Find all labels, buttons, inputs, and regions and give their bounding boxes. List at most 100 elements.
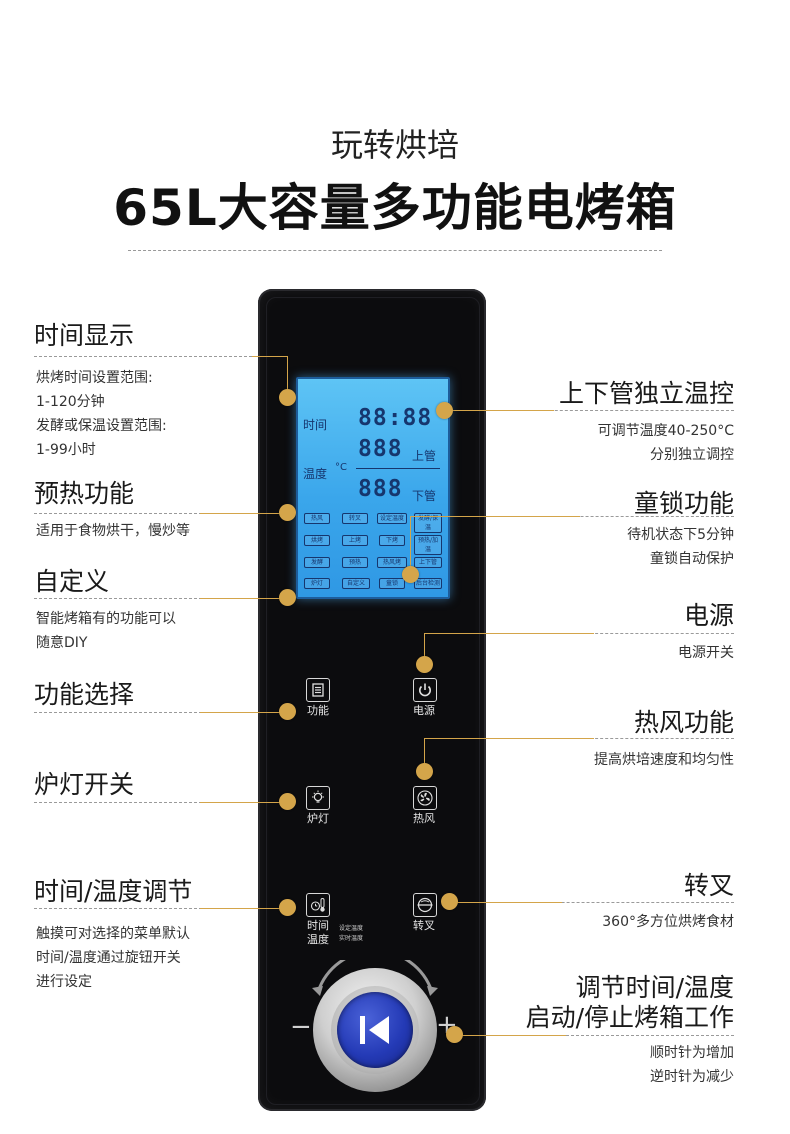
feature-desc-line: 360°多方位烘烤食材 xyxy=(602,914,734,930)
feature-desc-line: 可调节温度40-250°C xyxy=(597,423,734,439)
lcd-chip: 发酵/保温 xyxy=(414,513,442,533)
function-button[interactable] xyxy=(306,678,330,702)
callout-line xyxy=(424,738,425,768)
lcd-chip: 热风烤 xyxy=(377,557,407,568)
function-button-label: 功能 xyxy=(307,704,329,717)
callout-separator xyxy=(34,598,287,599)
knob-minus-sign: − xyxy=(290,1012,312,1042)
feature-heading-start-stop: 启动/停止烤箱工作 xyxy=(525,1003,734,1032)
callout-line xyxy=(200,513,287,514)
feature-desc-line: 待机状态下5分钟 xyxy=(627,527,734,543)
time-temp-label-1: 时间 xyxy=(307,919,329,932)
callout-separator xyxy=(34,712,287,713)
lcd-chip: 后台检测 xyxy=(414,578,442,589)
lcd-chip: 上烤 xyxy=(342,535,368,546)
callout-dot xyxy=(279,703,296,720)
lcd-upper-digits: 888 xyxy=(358,436,403,462)
start-stop-button[interactable] xyxy=(337,992,413,1068)
rotation-arrow-icon xyxy=(312,960,438,996)
power-icon xyxy=(419,683,431,697)
clock-thermometer-icon xyxy=(310,898,325,912)
feature-heading-preheat: 预热功能 xyxy=(34,479,135,508)
light-bulb-icon xyxy=(312,790,324,803)
lcd-upper-label: 上管 xyxy=(412,449,437,463)
feature-heading-power: 电源 xyxy=(683,601,734,630)
callout-dot xyxy=(441,893,458,910)
lcd-chip: 预热/加温 xyxy=(414,535,442,555)
feature-heading-custom: 自定义 xyxy=(34,567,110,596)
callout-separator xyxy=(444,410,734,411)
callout-dot xyxy=(279,504,296,521)
feature-desc-line: 顺时针为增加 xyxy=(650,1045,734,1061)
lcd-temp-label: 温度 xyxy=(303,467,328,481)
lcd-lower-digits: 888 xyxy=(358,476,403,502)
callout-line xyxy=(424,633,594,634)
callout-line xyxy=(200,598,287,599)
callout-dot xyxy=(279,589,296,606)
feature-heading-time-temp: 时间/温度调节 xyxy=(34,877,193,906)
rotisserie-icon xyxy=(417,897,433,913)
feature-heading-time-display: 时间显示 xyxy=(34,321,135,350)
feature-heading-dual-temp: 上下管独立温控 xyxy=(558,379,734,408)
callout-dot xyxy=(279,793,296,810)
menu-list-icon xyxy=(312,683,324,697)
callout-line xyxy=(200,712,287,713)
feature-desc-line: 智能烤箱有的功能可以 xyxy=(36,611,176,627)
callout-line xyxy=(456,1035,566,1036)
callout-line xyxy=(424,738,594,739)
page-subtitle: 玩转烘培 xyxy=(330,126,459,164)
feature-desc-line: 逆时针为减少 xyxy=(650,1069,734,1085)
feature-desc-line: 发酵或保温设置范围: xyxy=(36,418,167,434)
lamp-button-label: 炉灯 xyxy=(307,812,329,825)
lcd-chip: 预热 xyxy=(342,557,368,568)
fan-button[interactable] xyxy=(413,786,437,810)
fan-button-label: 热风 xyxy=(413,812,435,825)
lcd-chip: 自定义 xyxy=(342,578,370,589)
callout-separator xyxy=(34,513,287,514)
feature-desc-line: 时间/温度通过旋钮开关 xyxy=(36,950,181,966)
callout-line xyxy=(410,516,580,517)
title-divider xyxy=(128,250,662,251)
lcd-divider xyxy=(356,468,440,469)
rotisserie-button[interactable] xyxy=(413,893,437,917)
callout-line xyxy=(287,356,288,396)
lcd-chip: 下烤 xyxy=(379,535,405,546)
feature-desc-line: 分别独立调控 xyxy=(650,447,734,463)
feature-heading-lamp: 炉灯开关 xyxy=(34,770,135,799)
feature-desc-line: 电源开关 xyxy=(678,645,734,661)
callout-line xyxy=(200,908,287,909)
lcd-chip: 转叉 xyxy=(342,513,368,524)
time-temp-button[interactable] xyxy=(306,893,330,917)
feature-desc-line: 1-99小时 xyxy=(36,442,96,458)
callout-dot xyxy=(446,1026,463,1043)
feature-heading-adjust: 调节时间/温度 xyxy=(575,973,734,1002)
page-title: 65L大容量多功能电烤箱 xyxy=(113,179,677,237)
rotisserie-button-label: 转叉 xyxy=(413,919,435,932)
set-temp-indicator: 设定温度 xyxy=(339,925,364,932)
callout-separator xyxy=(34,356,287,357)
lcd-chip: 炉灯 xyxy=(304,578,330,589)
fan-icon xyxy=(417,790,433,806)
power-button[interactable] xyxy=(413,678,437,702)
callout-line xyxy=(452,902,562,903)
callout-separator xyxy=(456,1035,734,1036)
callout-dot xyxy=(279,389,296,406)
lcd-time-label: 时间 xyxy=(303,418,328,432)
feature-desc-line: 童锁自动保护 xyxy=(650,551,734,567)
lcd-lower-label: 下管 xyxy=(412,489,437,503)
lamp-button[interactable] xyxy=(306,786,330,810)
callout-line xyxy=(424,633,425,661)
callout-line xyxy=(410,516,411,572)
callout-separator xyxy=(34,908,287,909)
feature-desc-line: 触摸可对选择的菜单默认 xyxy=(36,926,190,942)
panel-inner-edge xyxy=(266,297,480,1105)
lcd-chip: 童锁 xyxy=(379,578,405,589)
feature-desc-line: 烘烤时间设置范围: xyxy=(36,370,153,386)
lcd-display xyxy=(296,377,450,599)
callout-dot xyxy=(416,763,433,780)
callout-line xyxy=(444,410,554,411)
feature-desc-line: 进行设定 xyxy=(36,974,92,990)
feature-desc-line: 提高烘培速度和均匀性 xyxy=(594,752,734,768)
feature-heading-function-select: 功能选择 xyxy=(34,680,135,709)
power-button-label: 电源 xyxy=(413,704,435,717)
